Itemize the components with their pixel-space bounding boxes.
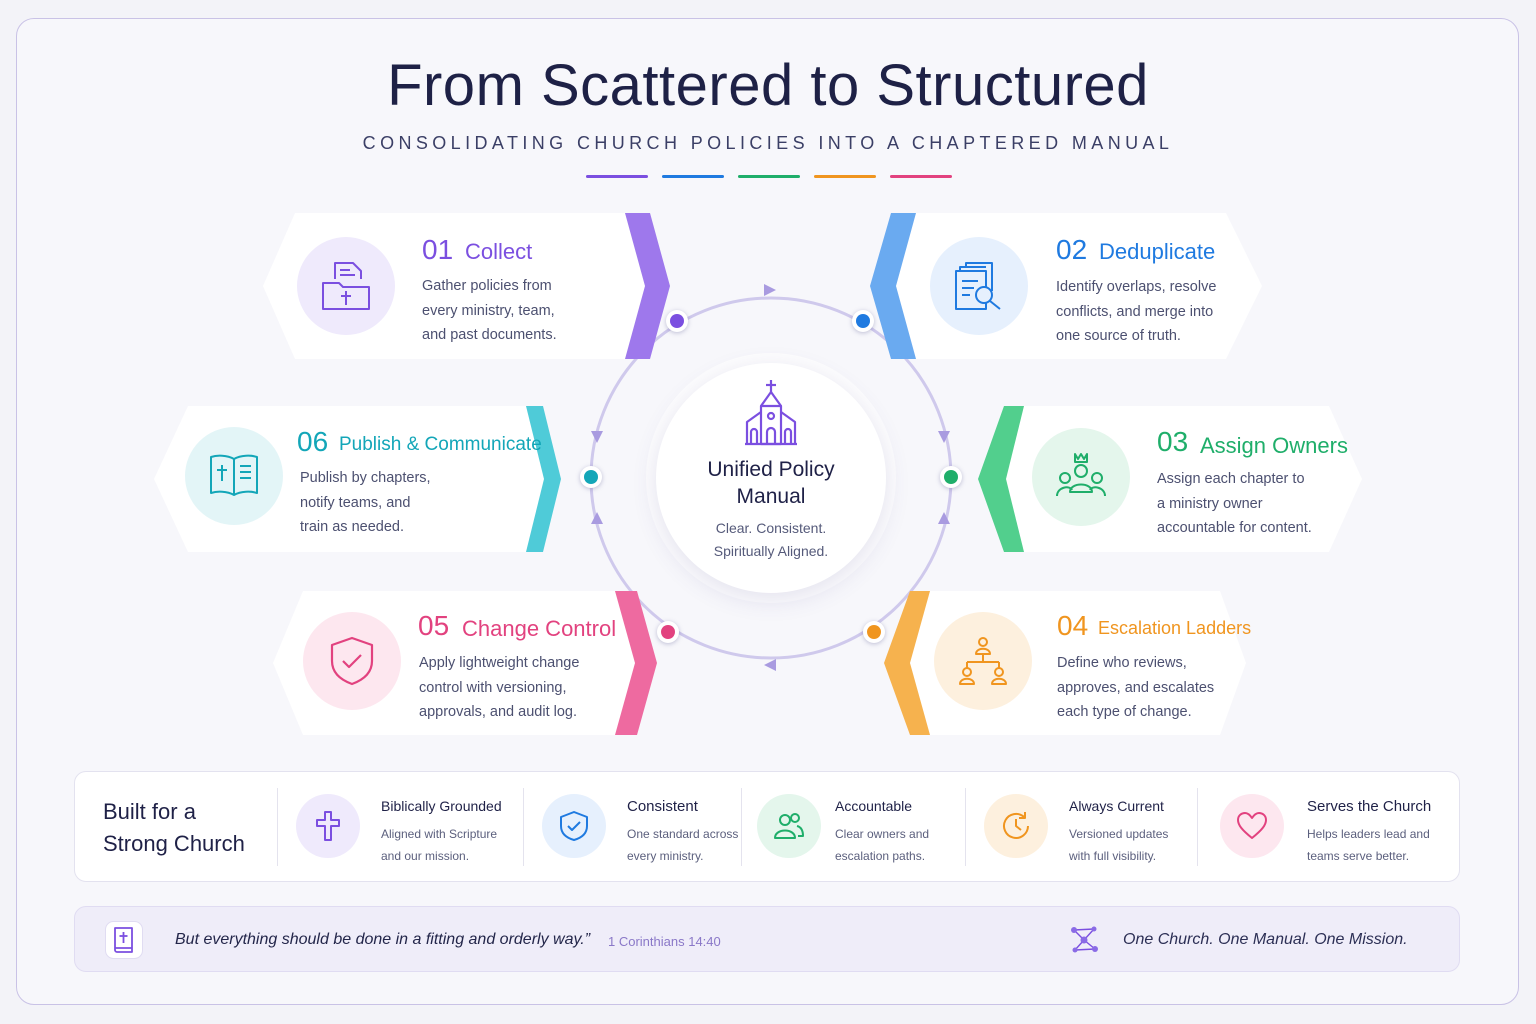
scripture-footer: But everything should be done in a fitti…: [74, 906, 1460, 972]
step-desc-line: notify teams, and: [300, 494, 411, 511]
step-desc-line: approves, and escalates: [1057, 679, 1215, 696]
divider-purple: [586, 175, 648, 178]
divider: [277, 788, 278, 866]
step-title: Escalation Ladders: [1098, 618, 1252, 638]
step-title: Change Control: [462, 616, 617, 641]
divider: [523, 788, 524, 866]
step-card-escalation: 04 Escalation Ladders Define who reviews…: [880, 588, 1252, 738]
shield-check-icon: [560, 811, 588, 841]
open-bible-icon: [210, 454, 258, 496]
step-card-collect: 01 Collect Gather policies from every mi…: [255, 210, 675, 362]
people-icon: [774, 813, 804, 839]
value-desc-line: One standard across: [627, 827, 739, 841]
heart-icon: [1237, 812, 1267, 839]
node-collect: [666, 310, 688, 332]
value-title: Always Current: [1069, 798, 1164, 814]
step-desc-line: conflicts, and merge into: [1056, 303, 1214, 320]
network-icon: [1071, 926, 1098, 953]
cross-icon: [316, 811, 340, 841]
step-desc-line: accountable for content.: [1157, 520, 1312, 536]
step-card-change-control: 05 Change Control Apply lightweight chan…: [265, 588, 660, 738]
tagline: One Church. One Manual. One Mission.: [1123, 931, 1408, 948]
step-title: Assign Owners: [1200, 433, 1348, 458]
step-desc-line: a ministry owner: [1157, 495, 1263, 512]
clock-refresh-icon: [1003, 812, 1029, 839]
step-title: Publish & Communicate: [339, 434, 542, 455]
church-icon: [745, 380, 797, 446]
node-change-control: [657, 621, 679, 643]
divider-orange: [814, 175, 876, 178]
step-number: 03: [1157, 426, 1189, 457]
value-title: Accountable: [835, 798, 913, 814]
step-desc-line: train as needed.: [300, 519, 404, 535]
scripture-reference: 1 Corinthians 14:40: [608, 934, 721, 949]
value-desc-line: Aligned with Scripture: [381, 827, 498, 841]
value-title: Biblically Grounded: [381, 798, 502, 814]
step-desc-line: and past documents.: [422, 327, 557, 343]
bible-icon: [105, 921, 143, 959]
step-desc-line: every ministry, team,: [422, 302, 555, 319]
divider: [965, 788, 966, 866]
step-desc-line: Identify overlaps, resolve: [1056, 279, 1217, 295]
divider: [741, 788, 742, 866]
step-desc-line: approvals, and audit log.: [419, 704, 577, 720]
scripture-quote: But everything should be done in a fitti…: [175, 931, 591, 948]
step-desc-line: each type of change.: [1057, 704, 1192, 720]
value-desc-line: teams serve better.: [1307, 849, 1410, 863]
step-desc-line: control with versioning,: [419, 679, 567, 696]
divider-blue: [662, 175, 724, 178]
node-publish: [580, 466, 602, 488]
values-strip: Built for a Strong Church Biblically Gro…: [74, 771, 1460, 882]
step-desc-line: Gather policies from: [422, 278, 552, 294]
value-desc-line: every ministry.: [627, 849, 704, 863]
divider-green: [738, 175, 800, 178]
hub-subtitle-line2: Spiritually Aligned.: [713, 543, 829, 559]
page-subtitle: CONSOLIDATING CHURCH POLICIES INTO A CHA…: [362, 133, 1174, 153]
hub-title-line1: Unified Policy: [707, 458, 835, 481]
step-card-publish: 06 Publish & Communicate Publish by chap…: [148, 403, 566, 555]
node-assign-owners: [940, 466, 962, 488]
value-title: Consistent: [627, 798, 698, 815]
step-number: 02: [1056, 234, 1088, 265]
node-escalation: [863, 621, 885, 643]
step-number: 04: [1057, 610, 1089, 641]
team-crown-icon: [1056, 453, 1106, 497]
shield-check-icon: [330, 636, 374, 686]
step-desc-line: Define who reviews,: [1057, 655, 1187, 671]
step-desc-line: Publish by chapters,: [300, 470, 431, 486]
hub-subtitle-line1: Clear. Consistent.: [715, 520, 827, 536]
node-deduplicate: [852, 310, 874, 332]
value-desc-line: and our mission.: [381, 849, 470, 863]
documents-magnifier-icon: [955, 262, 1001, 310]
unified-manual-hub: Unified Policy Manual Clear. Consistent.…: [656, 363, 886, 593]
value-desc-line: Clear owners and: [835, 827, 930, 841]
page-title: From Scattered to Structured: [387, 53, 1149, 118]
step-number: 06: [297, 426, 329, 457]
values-heading-line1: Built for a: [103, 799, 196, 824]
divider: [1197, 788, 1198, 866]
step-desc-line: Assign each chapter to: [1157, 471, 1305, 487]
step-title: Collect: [465, 239, 533, 264]
hub-title-line2: Manual: [736, 485, 806, 508]
value-desc-line: Helps leaders lead and: [1307, 827, 1430, 841]
step-title: Deduplicate: [1099, 239, 1216, 264]
value-title: Serves the Church: [1307, 798, 1432, 815]
values-heading-line2: Strong Church: [103, 831, 245, 856]
step-desc-line: one source of truth.: [1056, 328, 1181, 344]
divider-pink: [890, 175, 952, 178]
value-desc-line: escalation paths.: [835, 849, 926, 863]
folder-document-cross-icon: [322, 262, 370, 310]
step-number: 05: [418, 610, 450, 641]
value-desc-line: with full visibility.: [1069, 849, 1157, 863]
step-number: 01: [422, 234, 454, 265]
step-desc-line: Apply lightweight change: [419, 655, 580, 671]
step-card-assign-owners: 03 Assign Owners Assign each chapter to …: [974, 403, 1368, 555]
step-card-deduplicate: 02 Deduplicate Identify overlaps, resolv…: [866, 210, 1268, 362]
hierarchy-icon: [959, 637, 1007, 685]
value-desc-line: Versioned updates: [1069, 827, 1169, 841]
